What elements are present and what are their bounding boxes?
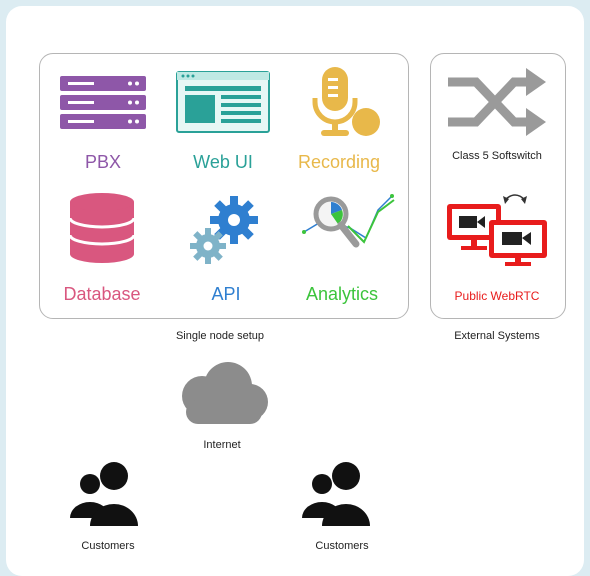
internet-label: Internet [203, 439, 241, 451]
recording-label: Recording [297, 152, 381, 172]
users-icon [70, 462, 138, 526]
server-rack-icon [60, 76, 146, 129]
analytics-magnifier-icon [302, 194, 395, 248]
database-icon [68, 193, 136, 263]
customers-label-left: Customers [81, 540, 135, 552]
microphone-icon [312, 67, 380, 136]
softswitch-label: Class 5 Softswitch [452, 150, 542, 162]
customers-label-right: Customers [315, 540, 369, 552]
pbx-label: PBX [84, 152, 122, 172]
video-call-monitors-icon [447, 194, 547, 266]
public-webrtc-label: Public WebRTC [454, 289, 540, 303]
analytics-label: Analytics [305, 284, 379, 304]
users-icon [302, 462, 370, 526]
shuffle-arrows-icon [448, 68, 546, 136]
api-label: API [211, 284, 241, 304]
gears-icon [190, 196, 258, 264]
web-ui-label: Web UI [193, 152, 253, 172]
database-label: Database [63, 284, 141, 304]
external-systems-caption: External Systems [454, 330, 540, 342]
cloud-icon [182, 362, 268, 424]
single-node-caption: Single node setup [175, 330, 265, 342]
web-page-icon [176, 71, 270, 133]
